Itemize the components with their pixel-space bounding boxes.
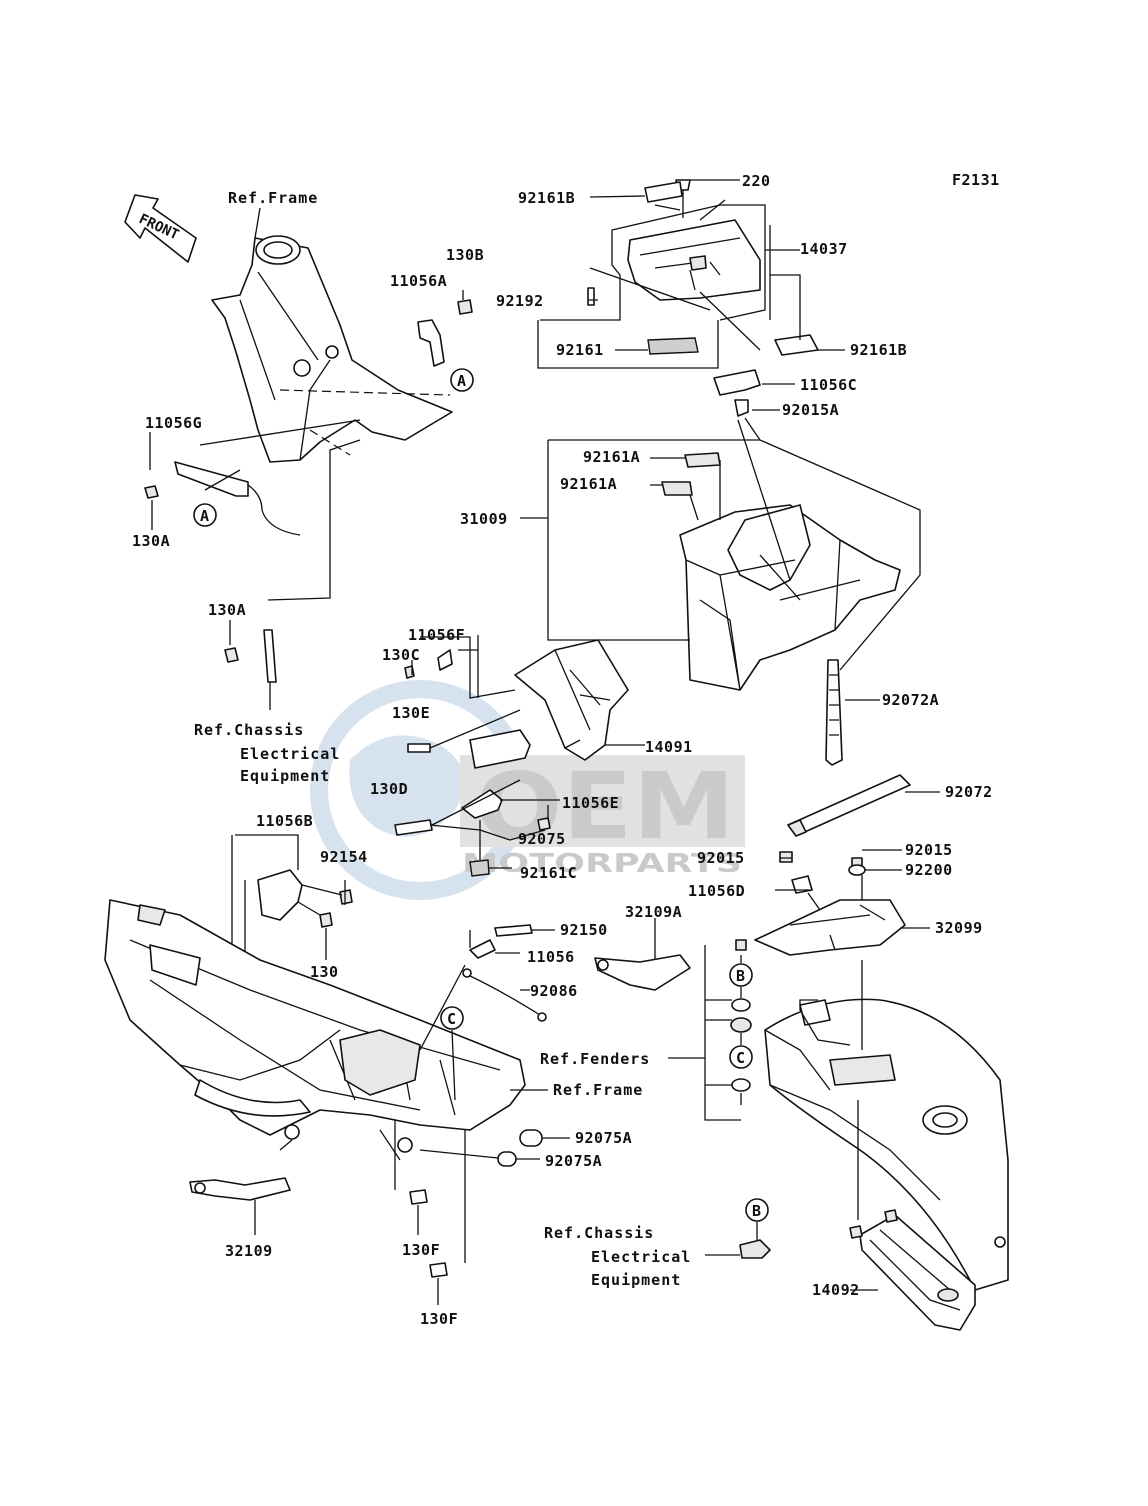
- main-frame-part: [104, 899, 526, 1161]
- part-label-130E: 130E: [392, 704, 430, 722]
- front-arrow-icon: FRONT: [124, 194, 197, 263]
- ref-chassis-2-line1: Ref.Chassis: [544, 1224, 654, 1242]
- tray-14091-part: [437, 639, 629, 819]
- part-label-92015-1: 92015: [905, 841, 953, 859]
- marker-a-lower: [193, 503, 217, 527]
- part-label-11056: 11056: [527, 948, 575, 966]
- tray-14092-part: [849, 1209, 976, 1331]
- rear-fender-part: [764, 998, 1009, 1291]
- ref-chassis-1-line2: Electrical: [240, 745, 340, 763]
- marker-c-fender-label: C: [736, 1049, 746, 1067]
- part-label-92161C: 92161C: [520, 864, 577, 882]
- marker-b-chassis: [745, 1198, 769, 1222]
- strap-130A-part: [224, 629, 277, 683]
- bracket-11056A-part: [417, 290, 473, 367]
- part-label-11056E: 11056E: [562, 794, 619, 812]
- part-label-11056C: 11056C: [800, 376, 857, 394]
- part-label-92072: 92072: [945, 783, 993, 801]
- part-label-130F-1: 130F: [402, 1241, 440, 1259]
- battery-case-31009-part: [661, 452, 901, 691]
- marker-c-fender: [729, 1045, 753, 1069]
- part-label-92015A: 92015A: [782, 401, 839, 419]
- part-label-130B: 130B: [446, 246, 484, 264]
- part-label-32109: 32109: [225, 1242, 273, 1260]
- ref-chassis-1-line3: Equipment: [240, 767, 330, 785]
- part-label-92072A: 92072A: [882, 691, 939, 709]
- part-label-92075A-2: 92075A: [545, 1152, 602, 1170]
- part-label-31009: 31009: [460, 510, 508, 528]
- part-label-130C: 130C: [382, 646, 420, 664]
- part-label-11056B: 11056B: [256, 812, 313, 830]
- part-label-92075: 92075: [518, 830, 566, 848]
- part-label-14092: 14092: [812, 1281, 860, 1299]
- marker-b-fender: [729, 963, 753, 987]
- part-label-11056A: 11056A: [390, 272, 447, 290]
- diagram-code: F2131: [952, 171, 1000, 189]
- bolt-130F-1-part: [409, 1189, 428, 1205]
- ref-chassis-1-line1: Ref.Chassis: [194, 721, 304, 739]
- part-label-130F-2: 130F: [420, 1310, 458, 1328]
- marker-b-fender-label: B: [736, 967, 746, 985]
- bar-32109A-part: [594, 954, 691, 991]
- ref-chassis-2-line3: Equipment: [591, 1271, 681, 1289]
- part-label-32109A: 32109A: [625, 903, 682, 921]
- bracket-11056G-part: [144, 461, 301, 536]
- part-label-11056F: 11056F: [408, 626, 465, 644]
- marker-a-upper: [450, 368, 474, 392]
- part-label-92161A-1: 92161A: [583, 448, 640, 466]
- bar-32109-part: [189, 1177, 291, 1201]
- part-label-220: 220: [742, 172, 771, 190]
- part-label-14037: 14037: [800, 240, 848, 258]
- part-label-92150: 92150: [560, 921, 608, 939]
- part-label-92200: 92200: [905, 861, 953, 879]
- part-label-92192: 92192: [496, 292, 544, 310]
- part-label-11056D: 11056D: [688, 882, 745, 900]
- upper-frame-part: [211, 235, 453, 463]
- marker-c-frame: [440, 1006, 464, 1030]
- marker-a-upper-label: A: [457, 372, 467, 390]
- part-label-92086: 92086: [530, 982, 578, 1000]
- grommet-92075A-2-part: [497, 1151, 517, 1167]
- part-label-92075A-1: 92075A: [575, 1129, 632, 1147]
- part-label-11056G: 11056G: [145, 414, 202, 432]
- clip-chassis-part: [739, 1239, 771, 1259]
- marker-c-frame-label: C: [447, 1010, 457, 1028]
- cable-92086-part: [462, 924, 547, 1022]
- marker-a-lower-label: A: [200, 507, 210, 525]
- part-label-130A-1: 130A: [132, 532, 170, 550]
- strap-92072A-part: [825, 659, 843, 766]
- watermark: OEM MOTORPARTS: [310, 680, 745, 900]
- bracket-11056B-part: [257, 869, 353, 928]
- part-label-92015-2: 92015: [697, 849, 745, 867]
- part-label-130: 130: [310, 963, 339, 981]
- part-label-92161B-2: 92161B: [850, 341, 907, 359]
- ref-frame-mid: Ref.Frame: [553, 1081, 643, 1099]
- ref-fenders: Ref.Fenders: [540, 1050, 650, 1068]
- part-label-14091: 14091: [645, 738, 693, 756]
- marker-b-chassis-label: B: [752, 1202, 762, 1220]
- part-label-92154: 92154: [320, 848, 368, 866]
- ref-frame-top: Ref.Frame: [228, 189, 318, 207]
- part-label-92161: 92161: [556, 341, 604, 359]
- watermark-brand: OEM: [475, 753, 735, 860]
- part-label-32099: 32099: [935, 919, 983, 937]
- part-label-92161A-2: 92161A: [560, 475, 617, 493]
- ref-chassis-2-line2: Electrical: [591, 1248, 691, 1266]
- part-label-130A-2: 130A: [208, 601, 246, 619]
- cover-14037-part: [587, 179, 819, 417]
- bolt-130F-2-part: [429, 1262, 448, 1278]
- grommet-92075A-1-part: [519, 1129, 543, 1147]
- watermark-sub: MOTORPARTS: [462, 849, 742, 879]
- bracket-32099-part: [754, 851, 906, 956]
- strap-92072-part: [787, 774, 911, 837]
- pad-92161C-part: [469, 859, 490, 877]
- part-label-130D: 130D: [370, 780, 408, 798]
- part-label-92161B-1: 92161B: [518, 189, 575, 207]
